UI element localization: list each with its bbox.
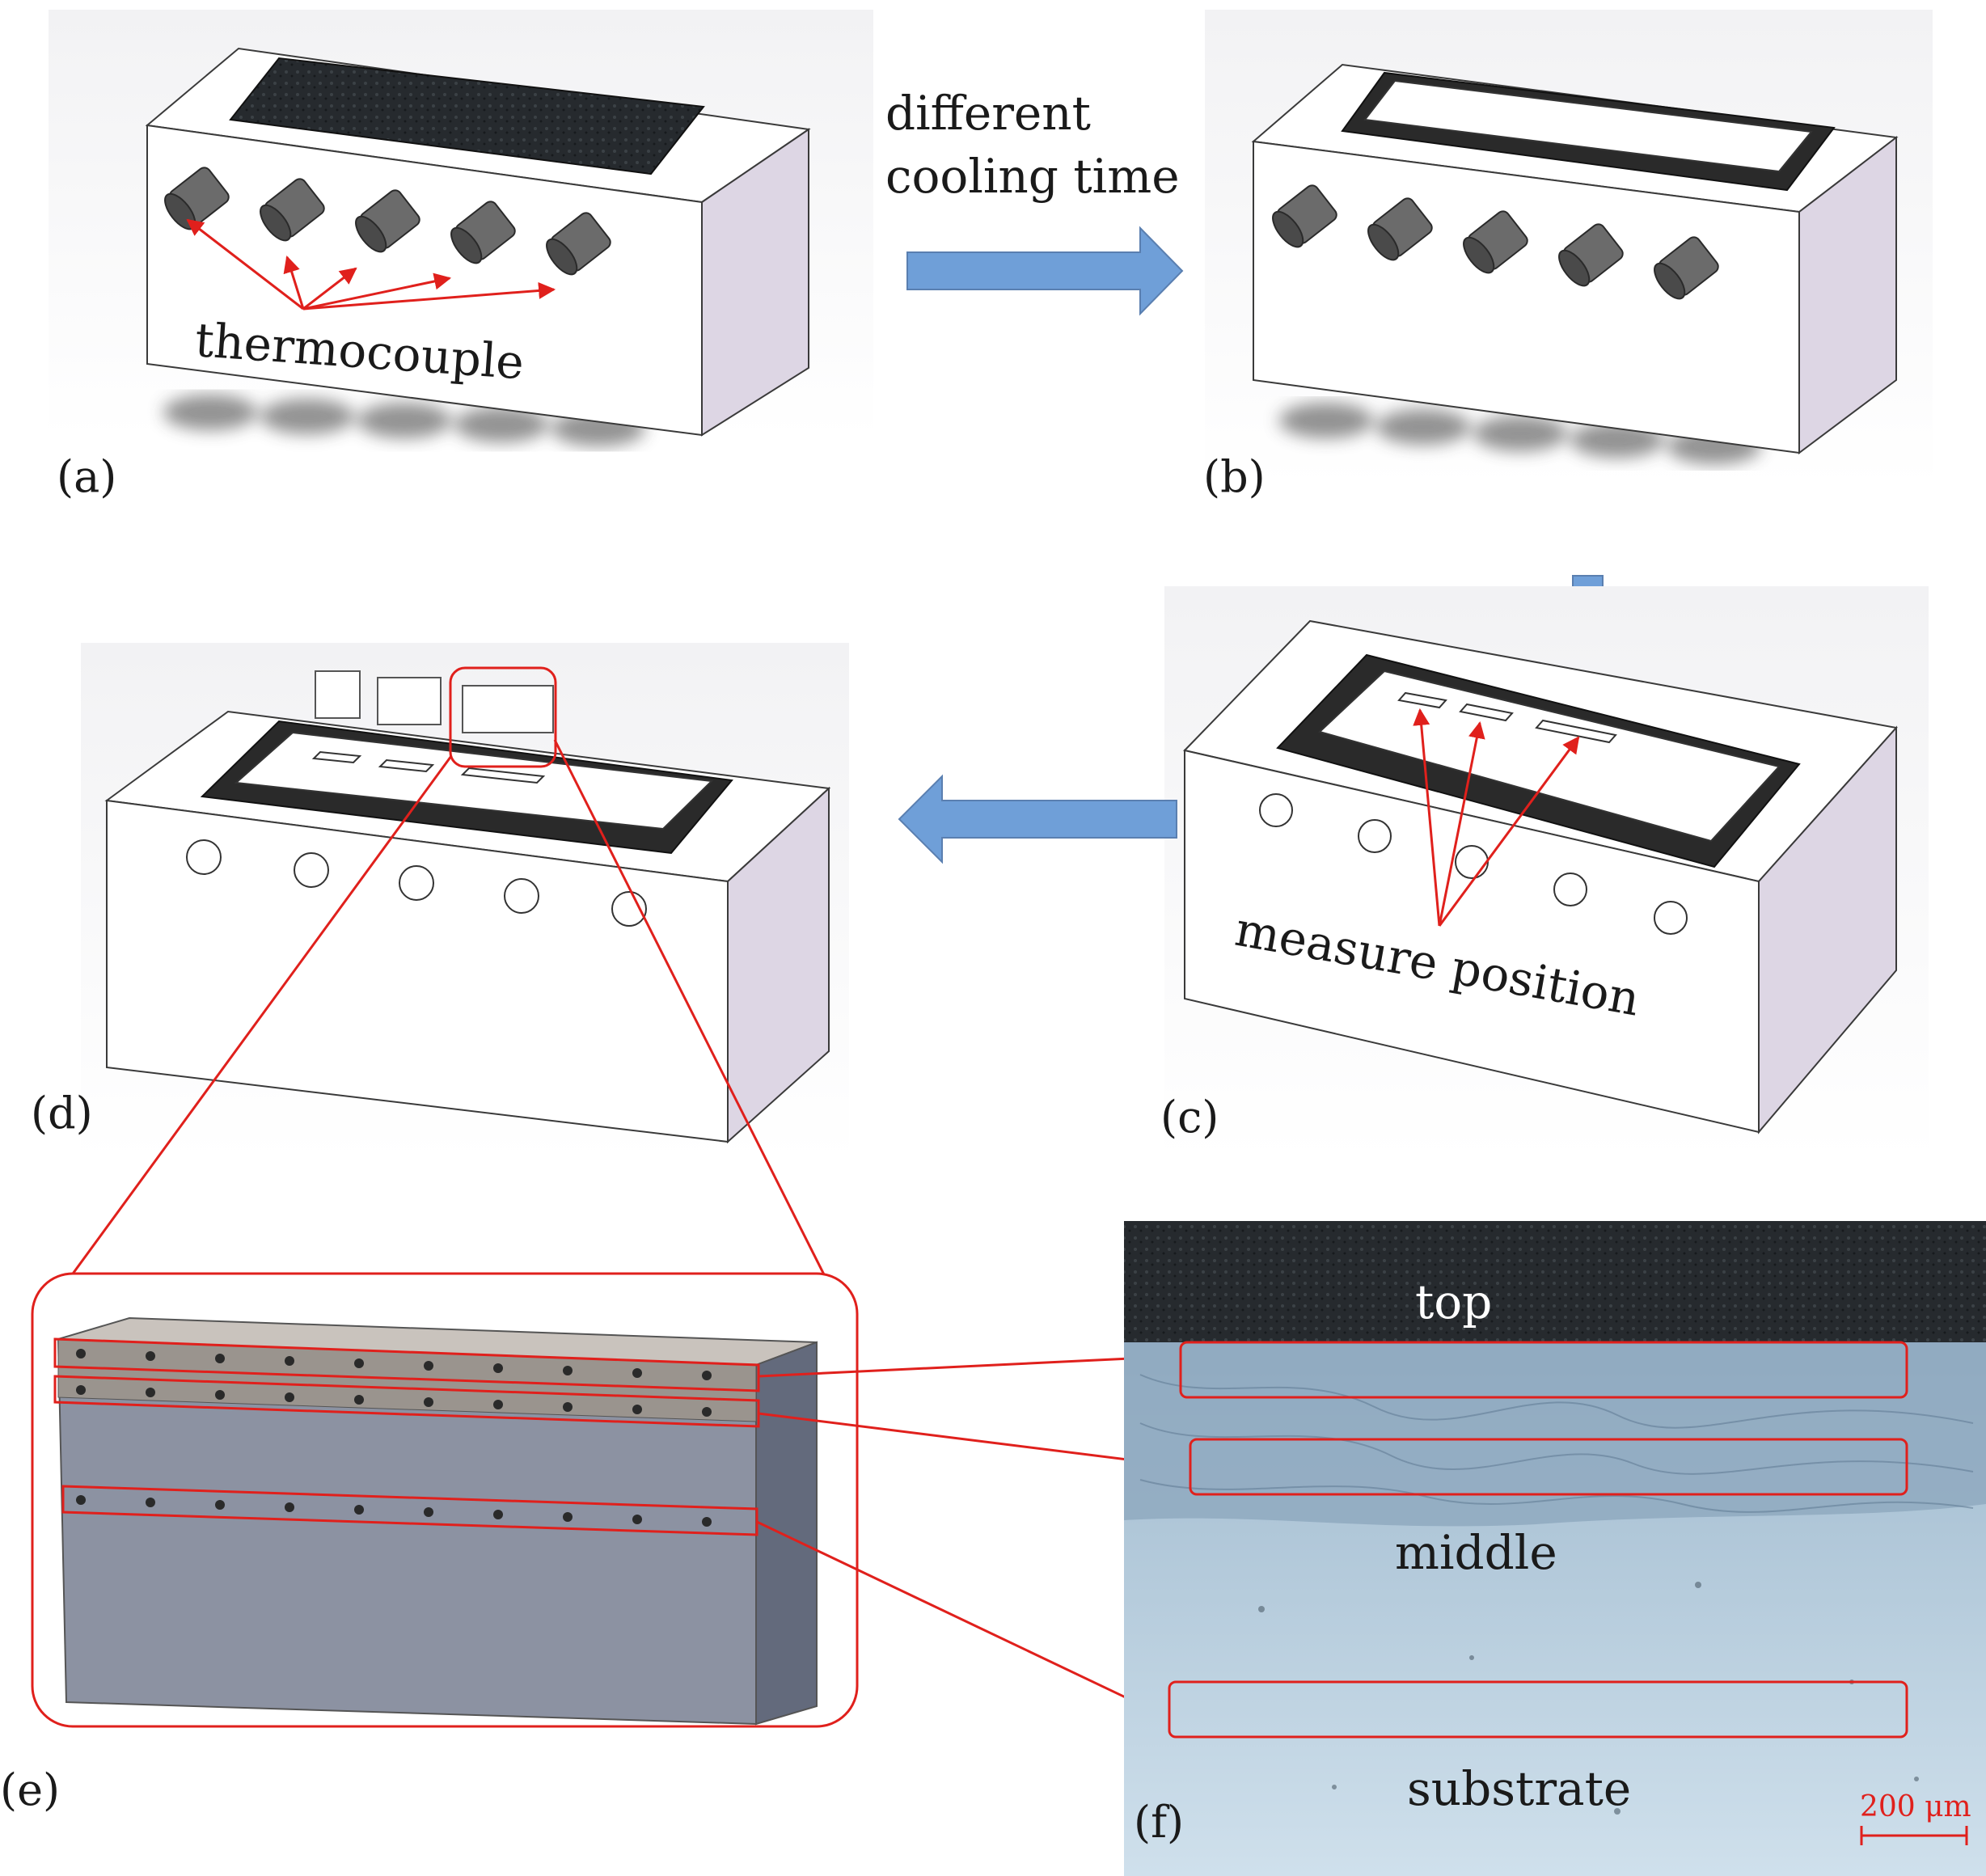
panel-label-d: (d)	[31, 1088, 93, 1139]
measure-slots-d	[311, 750, 546, 784]
thermocouples-b	[1272, 184, 1719, 300]
cut-sample	[377, 677, 442, 725]
measure-slot	[460, 767, 546, 784]
machined-surface-c	[1318, 670, 1781, 843]
panel-label-e: (e)	[0, 1764, 60, 1815]
row-to-micrograph-links	[756, 1349, 1175, 1718]
panel-c: measure position (c)	[1160, 586, 1929, 1160]
block-d-side	[727, 786, 830, 1144]
panel-label-a: (a)	[57, 451, 116, 502]
thermocouple-icon	[355, 189, 420, 253]
process-arrow-right	[906, 226, 1184, 316]
thermocouple-icon	[1463, 210, 1528, 274]
measure-pointers	[1413, 708, 1580, 927]
thermocouple-icon	[1558, 223, 1624, 287]
measure-slot	[1459, 703, 1514, 722]
hole-icon	[1358, 819, 1392, 853]
hole-icon	[1553, 873, 1587, 906]
indent-icon	[76, 1349, 86, 1358]
thermocouple-icon	[1654, 236, 1719, 300]
selected-sample-frame	[449, 666, 557, 768]
micrograph-label-substrate: substrate	[1407, 1761, 1631, 1816]
row-box-substrate	[61, 1485, 758, 1536]
deposit-layer-a	[229, 57, 705, 175]
measure-slot	[1535, 719, 1617, 744]
block-c-side	[1758, 725, 1897, 1134]
machined-surface-b	[1363, 79, 1813, 173]
hole-icon	[1654, 901, 1688, 935]
thermocouple-icon	[260, 178, 325, 242]
block-a-side	[701, 128, 809, 437]
micrograph-zone-boxes	[1168, 1341, 1908, 1739]
panel-d: (d)	[31, 643, 849, 1160]
measure-slots-c	[1397, 691, 1617, 744]
section-side-face	[755, 1341, 818, 1726]
hole-icon	[186, 839, 222, 875]
hole-icon	[399, 865, 434, 901]
hole-icon	[1455, 845, 1489, 879]
row-box-middle	[53, 1375, 760, 1428]
zone-box-middle	[1189, 1438, 1908, 1496]
thermocouple-icon	[450, 201, 516, 264]
panel-e: (e)	[0, 1272, 859, 1815]
row-box-top	[53, 1337, 760, 1392]
hole-icon	[611, 891, 647, 927]
micrograph-deposit-region	[1124, 1342, 1986, 1527]
zoom-lines	[52, 739, 839, 1302]
measure-slot	[378, 758, 435, 773]
process-arrow-left	[898, 774, 1177, 864]
scale-bar-label: 200 μm	[1860, 1790, 1971, 1823]
cut-samples-d	[315, 670, 554, 733]
panel-f: top middle substrate 200 μm (f)	[1124, 1221, 1986, 1876]
hole-icon	[1259, 793, 1293, 827]
measurement-row-boxes	[53, 1337, 760, 1536]
block-shadows-a	[163, 395, 645, 446]
cooling-label-line1: different	[885, 86, 1091, 141]
block-b-side	[1798, 135, 1897, 454]
panel-label-b: (b)	[1203, 451, 1266, 502]
thermocouple-holes-d	[186, 839, 647, 927]
thermocouple-icon	[1272, 184, 1337, 248]
zone-box-top	[1179, 1341, 1908, 1399]
scale-bar: 200 μm	[1860, 1790, 1971, 1845]
cut-sample	[462, 685, 554, 733]
indent-icon	[76, 1495, 86, 1505]
thermocouple-pointers	[186, 218, 556, 311]
measure-slot	[1397, 691, 1447, 709]
panel-label-f: (f)	[1134, 1797, 1184, 1848]
micrograph-texture	[1139, 1374, 1974, 1513]
cut-sample	[315, 670, 361, 719]
panel-b: (b)	[1203, 10, 1933, 502]
micrograph-label-top: top	[1415, 1274, 1492, 1329]
indent-icon	[76, 1385, 86, 1395]
thermocouple-icon	[1367, 197, 1433, 261]
micrograph-mount-region	[1124, 1221, 1986, 1342]
panel-label-c: (c)	[1160, 1092, 1219, 1143]
thermocouple-icon	[546, 212, 611, 276]
zone-box-substrate	[1168, 1680, 1908, 1739]
panel-a: thermocouple (a)	[49, 10, 873, 502]
measure-slot	[311, 750, 362, 764]
cooling-label-line2: cooling time	[885, 149, 1180, 204]
hole-icon	[294, 852, 329, 888]
micrograph-label-middle: middle	[1395, 1525, 1557, 1580]
hole-icon	[504, 878, 539, 914]
micrograph-speckles	[1258, 1582, 1919, 1815]
hardness-indents	[76, 1349, 712, 1527]
